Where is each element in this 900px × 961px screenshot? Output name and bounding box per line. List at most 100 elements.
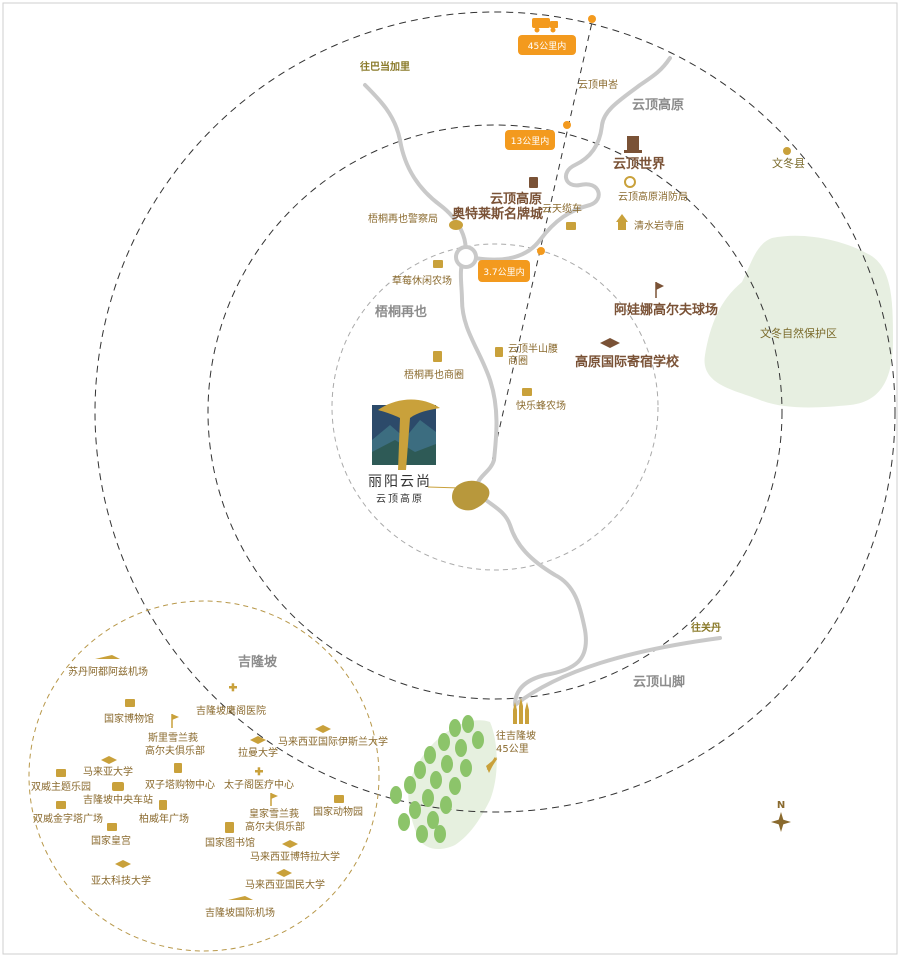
book-icon [225, 822, 234, 833]
distance-dot-3-7km [537, 247, 545, 255]
camera-icon [56, 769, 66, 777]
school-icon [115, 860, 131, 868]
poi-police: 梧桐再也警察局 [368, 212, 438, 225]
radial-line [489, 17, 594, 471]
wendong-reserve-area [704, 235, 893, 408]
poi-royal-selangor-golf-2: 高尔夫俱乐部 [245, 820, 305, 833]
camera-icon [125, 699, 135, 707]
poi-golf-awana: 阿娃娜高尔夫球场 [614, 302, 718, 318]
shopping-bag-icon [174, 763, 182, 773]
poi-gleneagles: 吉隆坡鹰阁医院 [196, 704, 266, 717]
poi-cable-car: 云天缆车 [542, 202, 582, 215]
school-icon [250, 736, 266, 744]
radius-circle-3-7km [331, 243, 659, 571]
shopping-bag-icon [433, 351, 442, 362]
poi-midhill-line1: 云顶半山腰 [508, 342, 558, 355]
poi-zoo-negara: 国家动物园 [313, 805, 363, 818]
road-label-to-kl-dist: 45公里 [496, 743, 529, 755]
plane-icon [228, 896, 253, 900]
school-icon [600, 338, 620, 348]
fire-station-icon [624, 176, 636, 188]
poi-seri-selangor-golf-2: 高尔夫俱乐部 [145, 744, 205, 757]
poi-klia: 吉隆坡国际机场 [205, 906, 275, 919]
poi-iium: 马来西亚国际伊斯兰大学 [278, 735, 388, 748]
school-icon [276, 869, 292, 877]
poi-bentong-mall: 梧桐再也商圈 [404, 368, 464, 381]
police-icon [449, 220, 463, 230]
poi-seri-selangor-golf-1: 斯里雪兰莪 [148, 731, 198, 744]
region-label-wendong-county: 文冬县 [772, 156, 805, 170]
road-label-to-kl: 往吉隆坡 [496, 729, 536, 742]
golf-icon [655, 282, 664, 298]
distance-tag-3-7km: 3.7公里内 [478, 260, 530, 282]
region-label-foothill: 云顶山脚 [633, 674, 685, 690]
region-label-wendong-reserve: 文冬自然保护区 [760, 326, 837, 340]
poi-istana-negara: 国家皇宫 [91, 834, 131, 847]
poi-outlet-line1: 云顶高原 [490, 191, 542, 207]
camera-icon [107, 823, 117, 831]
radius-circle-45km [94, 11, 896, 813]
poi-ukm: 马来西亚国民大学 [245, 878, 325, 891]
poi-klcc: 双子塔购物中心 [145, 778, 215, 791]
truck-icon [532, 18, 558, 33]
poi-midhill-line2: 商圈 [508, 354, 528, 367]
region-label-genting-highlands: 云顶高原 [632, 97, 684, 113]
forest-trees [390, 715, 484, 843]
temple-icon [616, 214, 628, 230]
golf-icon [171, 714, 179, 728]
poi-genting-sempah: 云顶申峇 [578, 78, 618, 91]
poi-national-library: 国家图书馆 [205, 836, 255, 849]
compass-label: N [777, 800, 785, 811]
distance-tag-label: 45公里内 [528, 40, 566, 52]
distance-tag-label: 13公里内 [511, 135, 549, 147]
compass: N [771, 800, 791, 832]
kuantan-road [513, 636, 722, 707]
golf-icon [270, 793, 278, 806]
distance-tag-label: 3.7公里内 [483, 266, 524, 278]
poi-national-museum: 国家博物馆 [104, 712, 154, 725]
poi-strawberry-farm: 草莓休闲农场 [392, 274, 452, 287]
cable-car-icon [566, 222, 576, 230]
poi-bee-farm: 快乐蜂农场 [516, 399, 566, 412]
poi-temple: 清水岩寺庙 [634, 219, 684, 232]
school-icon [282, 840, 298, 848]
poi-outlet-line2: 奥特莱斯名牌城 [452, 206, 543, 222]
plane-icon [95, 655, 120, 659]
shopping-bag-icon [159, 800, 167, 810]
poi-prince-court: 太子阁医疗中心 [224, 778, 294, 791]
poi-royal-selangor-golf-1: 皇家雪兰莪 [249, 807, 299, 820]
building-icon [624, 136, 642, 153]
poi-pavilion: 柏威年广场 [139, 812, 189, 825]
school-icon [101, 756, 117, 764]
poi-genting-world: 云顶世界 [613, 156, 665, 172]
shopping-bag-icon [529, 177, 538, 188]
project-name: 丽阳云尚 [368, 474, 432, 490]
roundabout [454, 245, 478, 269]
project-logo [372, 399, 440, 470]
hospital-icon [229, 683, 237, 692]
poi-upm: 马来西亚博特拉大学 [250, 850, 340, 863]
camera-icon [433, 260, 443, 268]
poi-utar: 拉曼大学 [238, 746, 278, 759]
kl-circle [28, 600, 380, 952]
camera-icon [334, 795, 344, 803]
school-icon [315, 725, 331, 733]
radius-circle-13km [207, 124, 783, 700]
poi-kl-sentral: 吉隆坡中央车站 [83, 793, 153, 806]
road-label-kuantan: 往关丹 [691, 621, 721, 634]
wendong-county-dot [783, 147, 791, 155]
distance-tag-45km: 45公里内 [518, 35, 576, 55]
poi-boarding-school: 高原国际寄宿学校 [575, 354, 680, 370]
poi-apu: 亚太科技大学 [91, 874, 151, 887]
bus-icon [112, 782, 124, 791]
genting-road [473, 56, 672, 262]
camera-icon [522, 388, 532, 396]
poi-sunway-pyramid: 双威金字塔广场 [33, 812, 103, 825]
project-parcel [452, 480, 490, 511]
region-label-bentong: 梧桐再也 [375, 304, 427, 320]
poi-fire-station: 云顶高原消防局 [618, 190, 688, 203]
distance-dot-13km [563, 121, 571, 129]
project-subtitle: 云顶高原 [376, 492, 424, 505]
